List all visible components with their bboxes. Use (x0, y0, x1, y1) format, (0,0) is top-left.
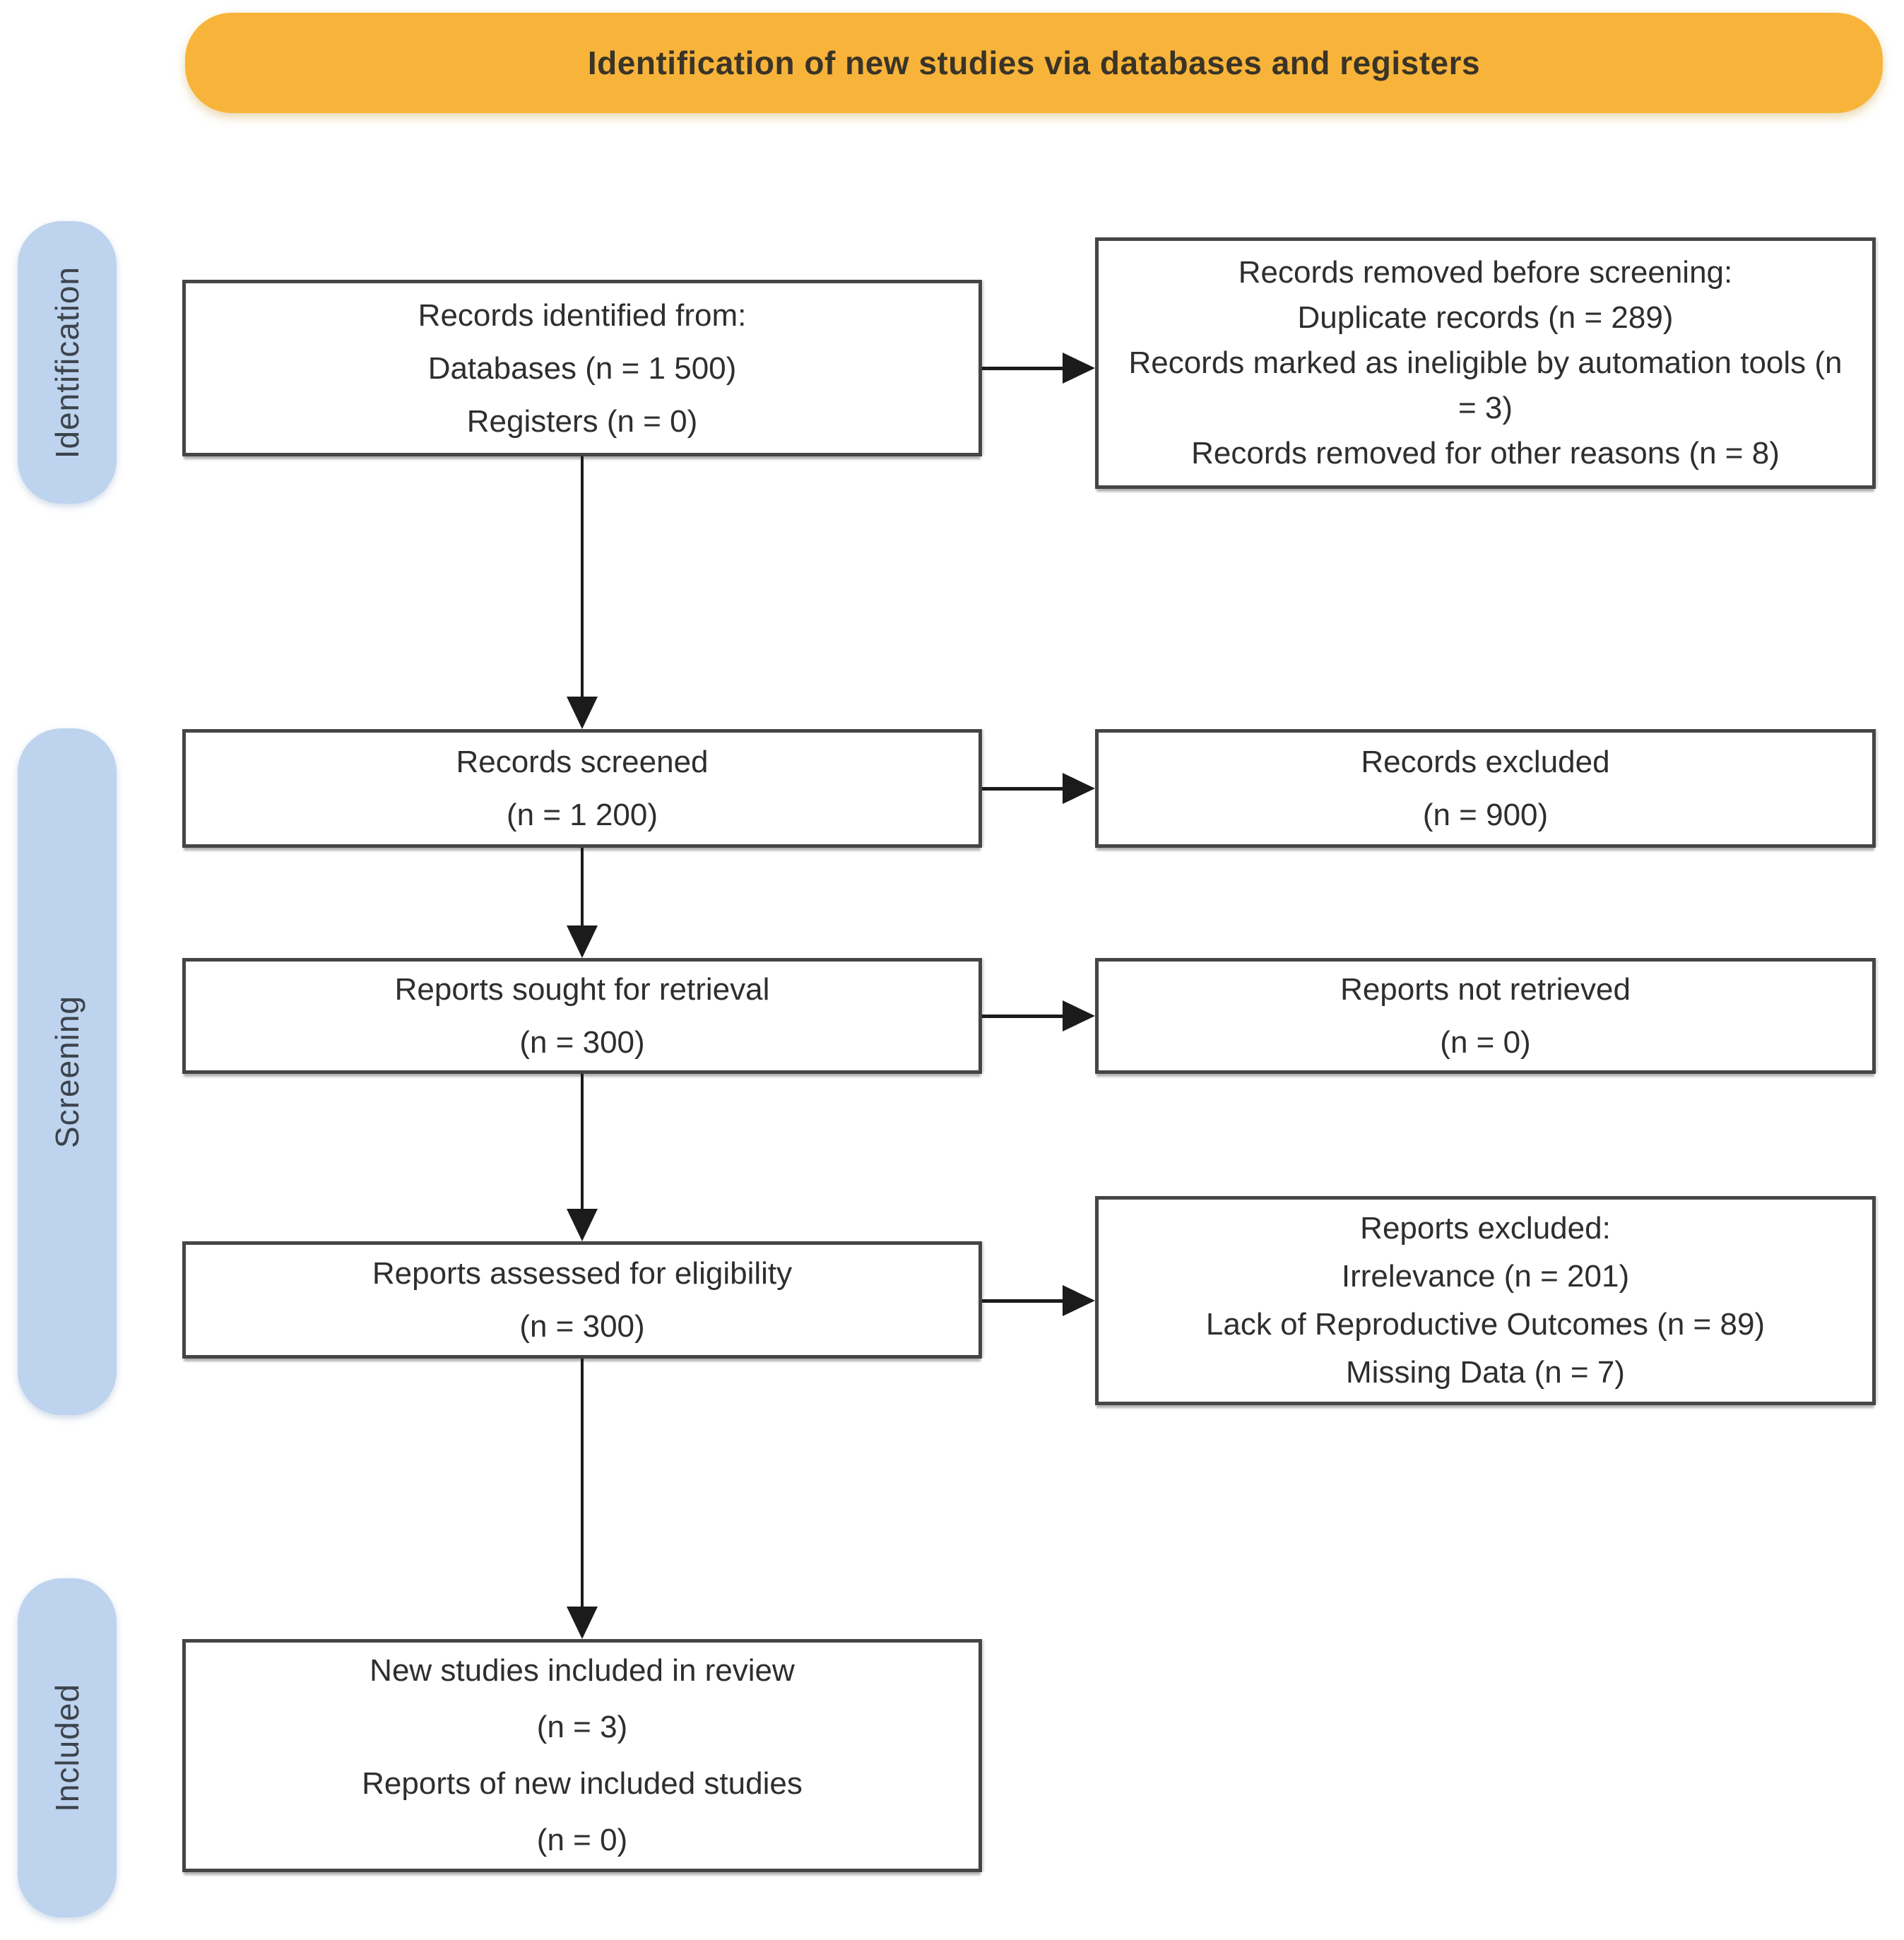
box-line: (n = 300) (519, 1025, 645, 1060)
box-line: Reports assessed for eligibility (372, 1256, 793, 1291)
connector-assessed-to-reports-excluded (982, 1299, 1064, 1303)
box-line: (n = 300) (519, 1309, 645, 1344)
box-line: Missing Data (n = 7) (1346, 1355, 1625, 1390)
connector-sought-to-not-retrieved (982, 1015, 1064, 1018)
stage-pill-identification: Identification (18, 221, 117, 504)
box-reports-excluded: Reports excluded: Irrelevance (n = 201) … (1095, 1196, 1876, 1405)
connector-identified-to-removed (982, 367, 1064, 370)
arrow-right-icon (1063, 353, 1095, 384)
box-line: (n = 1 200) (506, 798, 658, 832)
box-line: Reports sought for retrieval (394, 972, 770, 1007)
box-line: New studies included in review (369, 1653, 795, 1688)
connector-screened-to-excluded (982, 787, 1064, 791)
box-line: Reports of new included studies (362, 1766, 803, 1801)
arrow-down-icon (567, 697, 598, 729)
banner-identification-of-new-studies: Identification of new studies via databa… (185, 13, 1883, 113)
box-line: Records removed before screening: (1238, 255, 1733, 290)
box-line: (n = 0) (536, 1823, 628, 1857)
box-line: (n = 900) (1422, 798, 1549, 832)
arrow-right-icon (1063, 1285, 1095, 1316)
box-line: Databases (n = 1 500) (427, 350, 737, 386)
box-reports-sought-for-retrieval: Reports sought for retrieval (n = 300) (182, 958, 982, 1074)
box-line: Irrelevance (n = 201) (1341, 1259, 1630, 1294)
connector-assessed-to-included (581, 1359, 584, 1607)
stage-pill-included: Included (18, 1578, 117, 1917)
arrow-right-icon (1063, 1000, 1095, 1031)
stage-label-screening: Screening (49, 995, 85, 1149)
arrow-down-icon (567, 925, 598, 958)
box-line: Records screened (456, 745, 709, 779)
box-line: Reports excluded: (1360, 1211, 1611, 1246)
box-records-identified: Records identified from: Databases (n = … (182, 280, 982, 456)
box-records-screened: Records screened (n = 1 200) (182, 729, 982, 848)
box-line: Records removed for other reasons (n = 8… (1191, 436, 1780, 471)
connector-sought-to-assessed (581, 1074, 584, 1209)
box-reports-assessed-for-eligibility: Reports assessed for eligibility (n = 30… (182, 1241, 982, 1359)
box-records-excluded: Records excluded (n = 900) (1095, 729, 1876, 848)
arrow-right-icon (1063, 773, 1095, 804)
arrow-down-icon (567, 1607, 598, 1639)
box-line: Records identified from: (418, 297, 747, 333)
box-line: Records excluded (1361, 745, 1610, 779)
stage-label-included: Included (49, 1684, 85, 1812)
stage-label-identification: Identification (49, 266, 85, 459)
connector-identified-to-screened (581, 456, 584, 699)
banner-label: Identification of new studies via databa… (587, 45, 1481, 81)
box-line: Reports not retrieved (1340, 972, 1631, 1007)
box-line: Records marked as ineligible by automati… (1128, 345, 1843, 425)
connector-screened-to-sought (581, 848, 584, 927)
box-new-studies-included: New studies included in review (n = 3) R… (182, 1639, 982, 1872)
box-line: (n = 0) (1440, 1025, 1531, 1060)
box-line: (n = 3) (536, 1710, 628, 1744)
arrow-down-icon (567, 1209, 598, 1241)
box-records-removed-before-screening: Records removed before screening: Duplic… (1095, 237, 1876, 489)
stage-pill-screening: Screening (18, 728, 117, 1415)
box-reports-not-retrieved: Reports not retrieved (n = 0) (1095, 958, 1876, 1074)
box-line: Registers (n = 0) (466, 403, 698, 439)
box-line: Lack of Reproductive Outcomes (n = 89) (1205, 1307, 1766, 1342)
box-line: Duplicate records (n = 289) (1297, 300, 1674, 335)
